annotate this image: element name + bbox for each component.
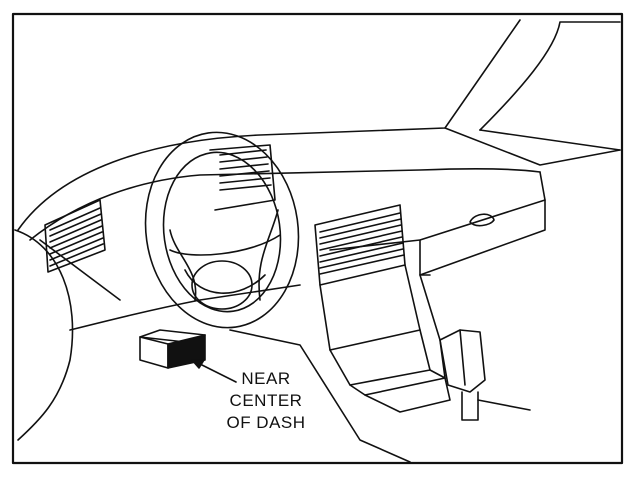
callout-line-1: NEAR: [241, 369, 291, 388]
cluster-vent: [209, 144, 276, 211]
callout-line-3: OF DASH: [226, 413, 306, 432]
gear-shifter: [439, 329, 531, 421]
dashboard: [29, 167, 546, 331]
steering-wheel: [144, 131, 300, 329]
obd-connector: [139, 329, 206, 369]
left-door: [14, 229, 74, 441]
glovebox-handle: [469, 213, 495, 227]
windshield: [17, 19, 621, 231]
center-console: [319, 264, 451, 413]
center-vent: [314, 204, 406, 286]
diagram-frame: [11, 12, 624, 465]
callout-arrow: [191, 359, 237, 383]
left-vent: [44, 199, 106, 273]
steering-column: [229, 329, 411, 463]
callout-line-2: CENTER: [229, 391, 303, 410]
callout-label: NEAR CENTER OF DASH: [214, 368, 318, 434]
